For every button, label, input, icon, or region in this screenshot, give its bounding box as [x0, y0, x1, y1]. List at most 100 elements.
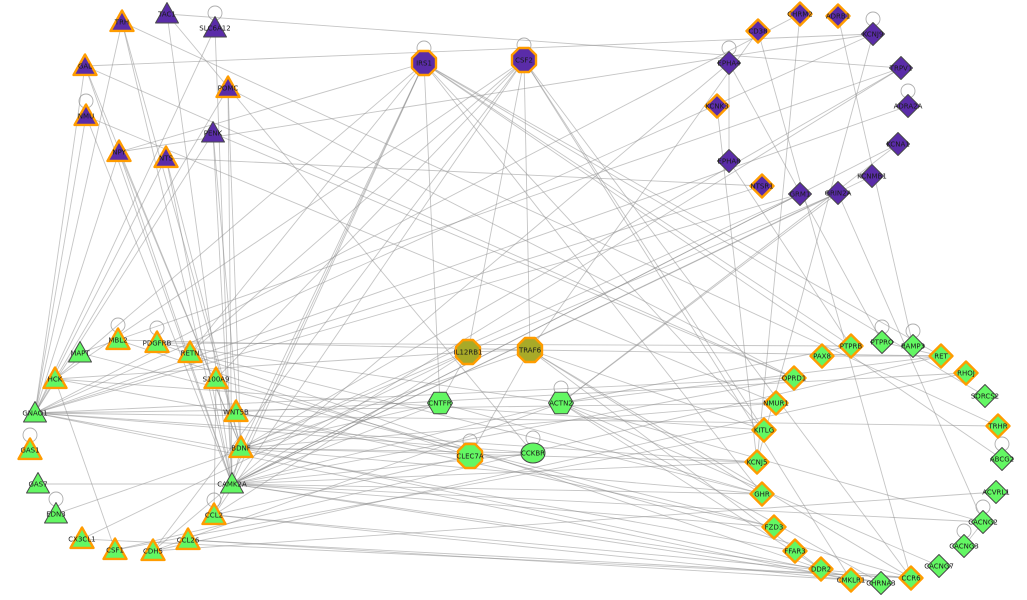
- edge-IRS1-CCL2[interactable]: [213, 62, 425, 516]
- edge-CAMK2A-FZD3[interactable]: [231, 483, 775, 528]
- node-ACVRL1[interactable]: ACVRL1: [982, 480, 1010, 504]
- node-TRPV1[interactable]: TRPV1: [889, 56, 913, 80]
- edge-CX3CL1-CCR6[interactable]: [81, 538, 912, 579]
- edge-ACTN2-DDR2[interactable]: [560, 402, 822, 570]
- node-EPHA8[interactable]: EPHA8: [717, 149, 741, 173]
- node-IRS1[interactable]: IRS1: [410, 49, 438, 77]
- node-DDR2[interactable]: DDR2: [808, 556, 834, 582]
- edge-GNAO1-OPRD1[interactable]: [34, 377, 795, 414]
- edge-CNTFR-CAMK2A[interactable]: [231, 402, 441, 485]
- edge-PENK-BDNF[interactable]: [212, 132, 242, 449]
- node-POMC[interactable]: POMC: [215, 75, 241, 99]
- edge-NMU-CAMK2A[interactable]: [85, 115, 233, 485]
- edge-CAMK2A-KCNJ5[interactable]: [231, 461, 758, 485]
- edge-CSF2-TRAF6[interactable]: [523, 59, 531, 351]
- edge-PDGFRB-PTPRB[interactable]: [156, 342, 852, 347]
- edge-TRAF6-GHR[interactable]: [529, 349, 763, 495]
- edge-CSF2-RETN[interactable]: [189, 59, 525, 354]
- edge-TRH-TRHR[interactable]: [121, 21, 999, 427]
- edge-GRM1-BDNF[interactable]: [240, 193, 801, 449]
- edge-IRS1-HCK[interactable]: [54, 62, 425, 380]
- edge-CSF2-KITLG[interactable]: [523, 59, 765, 431]
- edge-POMC-OPRD1[interactable]: [227, 87, 795, 379]
- node-PTPRO[interactable]: PTPRO: [870, 330, 894, 354]
- node-CACNG7[interactable]: CACNG7: [924, 554, 954, 578]
- edge-CCL26-CCR6[interactable]: [187, 539, 912, 579]
- edge-CSF2-HCK[interactable]: [54, 59, 525, 380]
- edge-PENK-GNAO1[interactable]: [34, 132, 214, 414]
- edge-NMU-NMUR1[interactable]: [85, 115, 777, 404]
- node-CACNG2[interactable]: CACNG2: [968, 510, 998, 534]
- edge-SLC6A12-GNAO1[interactable]: [34, 27, 216, 414]
- node-CCL26[interactable]: CCL26: [175, 527, 201, 551]
- node-HCK[interactable]: HCK: [42, 366, 68, 390]
- node-TRHR[interactable]: TRHR: [985, 413, 1011, 439]
- edge-RETN-GHR[interactable]: [189, 352, 763, 495]
- edge-EPHA4-CDH5[interactable]: [152, 62, 730, 552]
- edge-EPHA8-PTPRB[interactable]: [728, 160, 852, 347]
- node-GRIN2A[interactable]: GRIN2A: [825, 181, 852, 205]
- edge-IRS1-NPY[interactable]: [118, 62, 425, 153]
- edge-CCKBR-CAMK2A[interactable]: [231, 452, 534, 485]
- node-PDGFRB[interactable]: PDGFRB: [143, 330, 172, 354]
- node-KCNJ9[interactable]: KCNJ9: [861, 22, 885, 46]
- edge-GNAO1-TRHR[interactable]: [34, 412, 999, 427]
- node-KCNJ5[interactable]: KCNJ5: [744, 449, 770, 475]
- edge-EPHA4-PTPRO[interactable]: [728, 62, 883, 343]
- edge-CNTFR-BDNF[interactable]: [240, 402, 441, 449]
- edge-IL12RB1-HCK[interactable]: [54, 351, 469, 380]
- node-GAL[interactable]: GAL: [72, 53, 98, 77]
- edge-NPY-GNAO1[interactable]: [34, 151, 120, 414]
- node-NMUR1[interactable]: NMUR1: [763, 390, 789, 416]
- edge-NTSR1-GNAO1[interactable]: [34, 185, 763, 414]
- edge-POMC-BDNF[interactable]: [227, 87, 242, 449]
- edge-CDH5-ACVRL1[interactable]: [152, 491, 997, 552]
- edge-TRAF6-RET[interactable]: [529, 349, 942, 357]
- edge-WNT5B-FZD3[interactable]: [235, 411, 775, 528]
- edge-NPY-KCNJ9[interactable]: [118, 33, 874, 153]
- node-TRAF6[interactable]: TRAF6: [516, 336, 544, 364]
- edge-CLEC7A-MBL2[interactable]: [117, 339, 471, 457]
- node-GAS1[interactable]: GAS1: [17, 437, 43, 461]
- node-CNTFR[interactable]: CNTFR: [427, 391, 453, 415]
- node-NTSR1[interactable]: NTSR1: [749, 173, 775, 199]
- node-MAPT[interactable]: MAPT: [68, 341, 92, 363]
- edge-CAMK2A-OPRD1[interactable]: [231, 377, 795, 485]
- node-GRM1[interactable]: GRM1: [788, 182, 812, 206]
- edge-GRM1-GNAO1[interactable]: [34, 193, 801, 414]
- edge-PENK-CAMK2A[interactable]: [212, 132, 233, 485]
- node-KCNA1[interactable]: KCNA1: [886, 132, 910, 156]
- node-ABCG2[interactable]: ABCG2: [990, 447, 1014, 471]
- edge-TRPV1-BDNF[interactable]: [240, 67, 902, 449]
- edge-CACNG2-GRIN2A[interactable]: [837, 192, 984, 523]
- edge-S100A9-CCL2[interactable]: [213, 378, 217, 516]
- edge-NTS-NTSR1[interactable]: [165, 157, 763, 187]
- edge-ACTN2-RET[interactable]: [560, 355, 942, 404]
- edge-KCNA1-CAMK2A[interactable]: [231, 143, 899, 485]
- edge-BDNF-KCNJ5[interactable]: [240, 447, 758, 463]
- edge-ACTN2-PTPRB[interactable]: [560, 345, 852, 404]
- node-RET[interactable]: RET: [928, 343, 954, 369]
- edge-WNT5B-RHOJ[interactable]: [235, 372, 967, 413]
- node-CACNG3[interactable]: CACNG3: [949, 534, 979, 558]
- edge-CSF2-CCL2[interactable]: [213, 59, 525, 516]
- node-CX3CL1[interactable]: CX3CL1: [68, 526, 96, 550]
- edge-CAMK2A-DDR2[interactable]: [231, 483, 822, 570]
- node-EDN3[interactable]: EDN3: [44, 502, 68, 524]
- edge-CCKBR-BDNF[interactable]: [240, 447, 534, 454]
- edge-TRH-CAMK2A[interactable]: [121, 21, 233, 485]
- edge-GNAO1-CMKLR1[interactable]: [34, 412, 852, 581]
- edge-CSF2-S100A9[interactable]: [215, 59, 525, 380]
- edge-TAC1-CAMK2A[interactable]: [166, 13, 233, 485]
- edge-CAMK2A-GHR[interactable]: [231, 483, 763, 495]
- edge-CAMK2A-CACNG2[interactable]: [231, 483, 984, 523]
- node-TRH[interactable]: TRH: [109, 9, 135, 33]
- edge-CSF2-CCR6[interactable]: [523, 59, 912, 579]
- edge-ACTN2-CAMK2A[interactable]: [231, 402, 562, 485]
- edge-CSF2-IL12RB1[interactable]: [467, 59, 525, 353]
- node-IL12RB1[interactable]: IL12RB1: [454, 338, 483, 366]
- node-CHRNA3[interactable]: CHRNA3: [866, 571, 896, 595]
- edge-ABCG2-IRS1[interactable]: [423, 62, 1003, 460]
- edge-ACTN2-PDGFRB[interactable]: [156, 342, 562, 404]
- edge-CD38-CCR6[interactable]: [757, 30, 912, 579]
